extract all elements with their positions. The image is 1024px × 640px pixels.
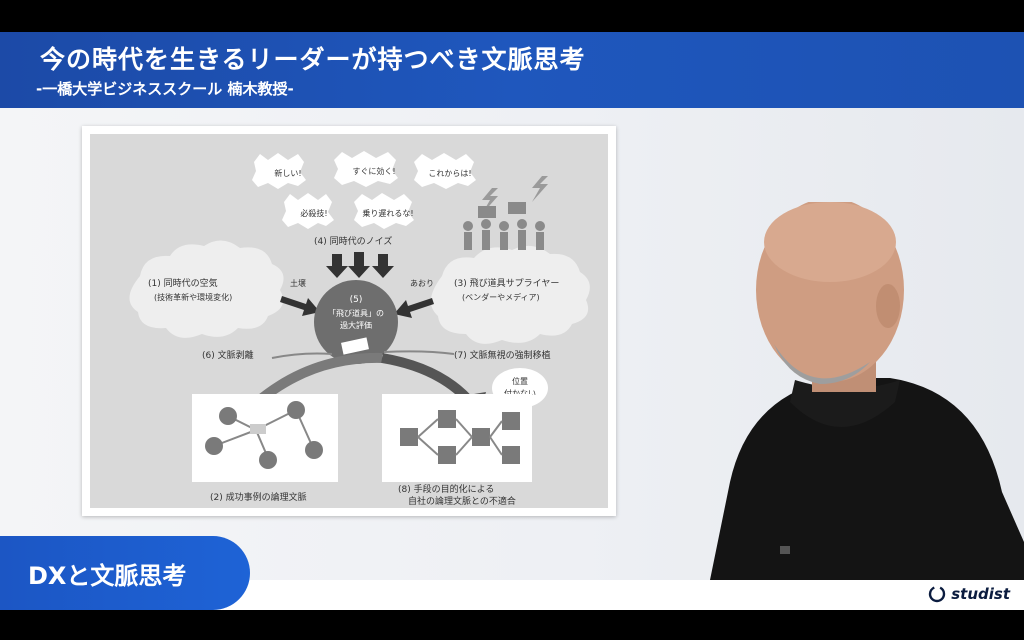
studist-logo: studist bbox=[928, 585, 1010, 603]
label-zeitgeist-sub: (技術革新や環境変化) bbox=[154, 292, 232, 302]
bubble-3-text: これからは! bbox=[428, 169, 471, 178]
studist-ring-icon bbox=[929, 585, 946, 603]
bubble-1: 新しい! bbox=[252, 153, 306, 189]
box-success-context bbox=[192, 394, 338, 482]
box-misfit-context bbox=[382, 394, 532, 482]
label-success-context: (2) 成功事例の論理文脈 bbox=[210, 491, 307, 503]
arrow-down-icon bbox=[348, 252, 370, 278]
studist-logo-text: studist bbox=[951, 585, 1010, 603]
speaker-beard bbox=[774, 344, 870, 384]
detach-line bbox=[271, 352, 333, 359]
label-hype: あおり bbox=[410, 279, 434, 288]
arrow-right-icon bbox=[280, 296, 320, 316]
context-diagram: 新しい! すぐに効く! これからは! 必殺技! 乗り遅れるな! ( bbox=[90, 134, 608, 508]
topic-badge: DXと文脈思考 bbox=[0, 536, 250, 610]
misfit-text-a: 位置 bbox=[512, 376, 528, 386]
label-detach: (6) 文脈剥離 bbox=[202, 349, 254, 361]
bubble-5: 乗り遅れるな! bbox=[354, 193, 414, 229]
label-center-a: 「飛び道具」の bbox=[328, 308, 384, 318]
arrow-left-icon bbox=[394, 298, 434, 318]
cloud-supplier: (3) 飛び道具サプライヤー (ベンダーやメディア) bbox=[430, 202, 590, 344]
speaker-video bbox=[710, 202, 1024, 580]
bubble-1-text: 新しい! bbox=[274, 168, 301, 178]
label-transplant: (7) 文脈無視の強制移植 bbox=[454, 349, 551, 361]
bubble-3: これからは! bbox=[414, 153, 476, 189]
bubble-4: 必殺技! bbox=[282, 193, 334, 229]
crowd-icon bbox=[463, 202, 545, 250]
microphone-icon bbox=[780, 546, 790, 554]
speaker-scalp bbox=[764, 202, 896, 282]
label-misfit-context-a: (8) 手段の目的化による bbox=[398, 483, 494, 495]
bubble-4-text: 必殺技! bbox=[300, 208, 327, 218]
label-noise: (4) 同時代のノイズ bbox=[314, 235, 392, 247]
misfit-text-b: 付かない bbox=[504, 388, 536, 398]
label-supplier-sub: (ベンダーやメディア) bbox=[462, 292, 540, 302]
cloud-zeitgeist: (1) 同時代の空気 (技術革新や環境変化) bbox=[129, 240, 284, 338]
label-supplier: (3) 飛び道具サプライヤー bbox=[454, 277, 559, 289]
video-frame: 今の時代を生きるリーダーが持つべき文脈思考 -一橋大学ビジネススクール 楠木教授… bbox=[0, 32, 1024, 610]
lightning-icon bbox=[532, 176, 548, 202]
arrow-down-icon bbox=[372, 254, 394, 278]
topic-badge-text: DXと文脈思考 bbox=[28, 562, 187, 590]
label-misfit-context-b: 自社の論理文脈との不適合 bbox=[408, 495, 516, 507]
title-banner: 今の時代を生きるリーダーが持つべき文脈思考 -一橋大学ビジネススクール 楠木教授… bbox=[0, 32, 1024, 108]
tool-icon bbox=[341, 337, 369, 355]
label-soil: 土壌 bbox=[290, 278, 306, 288]
transplant-line bbox=[383, 350, 455, 355]
speaker-ear bbox=[876, 284, 900, 328]
page-subtitle: -一橋大学ビジネススクール 楠木教授- bbox=[36, 80, 294, 98]
speaker-jacket bbox=[710, 378, 1024, 580]
label-zeitgeist: (1) 同時代の空気 bbox=[148, 277, 218, 289]
noise-arrows bbox=[326, 252, 394, 278]
page-title: 今の時代を生きるリーダーが持つべき文脈思考 bbox=[40, 45, 586, 74]
arrow-down-icon bbox=[326, 254, 348, 278]
center-circle: (5) 「飛び道具」の 過大評価 bbox=[314, 280, 398, 364]
bubble-5-text: 乗り遅れるな! bbox=[362, 208, 413, 218]
label-center-num: (5) bbox=[350, 295, 363, 305]
diagram-slide: 新しい! すぐに効く! これからは! 必殺技! 乗り遅れるな! ( bbox=[82, 126, 616, 516]
label-center-b: 過大評価 bbox=[340, 320, 372, 330]
bubble-2-text: すぐに効く! bbox=[352, 166, 395, 176]
bubble-2: すぐに効く! bbox=[334, 151, 398, 187]
